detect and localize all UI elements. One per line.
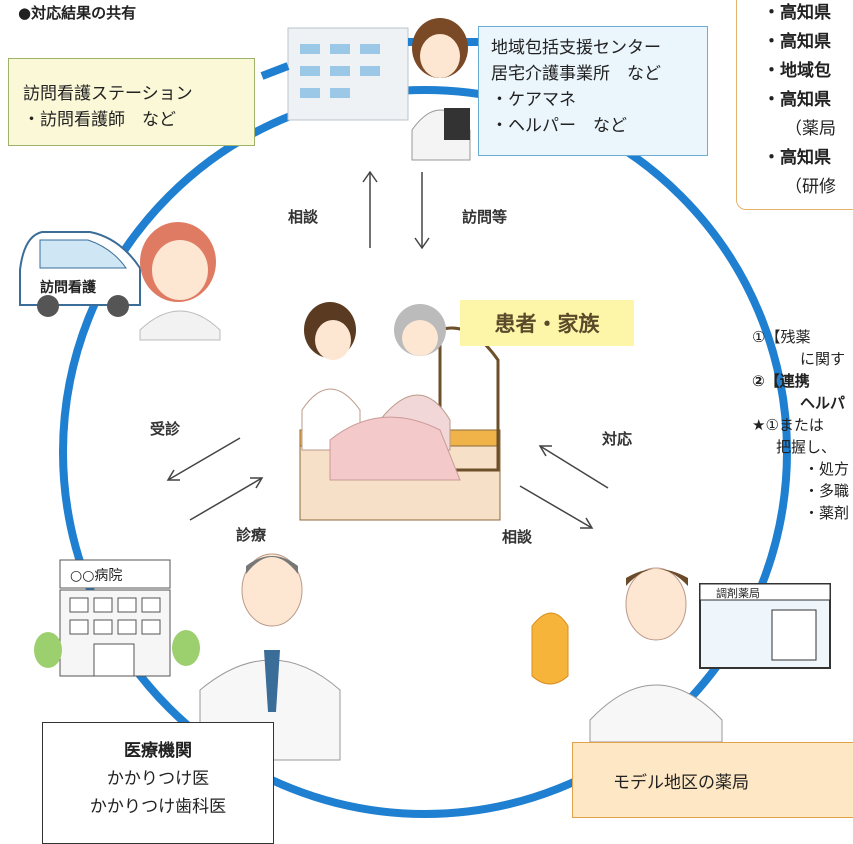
visit-label: 訪問等 bbox=[462, 208, 508, 226]
consult-bottom-label: 相談 bbox=[502, 528, 533, 546]
top-right-item3: ・地域包 bbox=[763, 61, 831, 81]
car-label: 訪問看護 bbox=[40, 279, 97, 296]
top-right-item4-sub: （薬局 bbox=[785, 119, 836, 139]
top-right-item5-sub: （研修 bbox=[785, 177, 836, 197]
section-title: ●対応結果の共有 bbox=[18, 4, 137, 22]
nurse-illustration bbox=[139, 222, 221, 341]
arrow-from-hospital bbox=[189, 477, 263, 521]
right-line2: に関す bbox=[800, 350, 846, 368]
model-pharmacy-box: モデル地区の薬局 bbox=[572, 742, 853, 818]
response-label: 対応 bbox=[602, 430, 633, 448]
right-line9: ・薬剤 bbox=[804, 504, 850, 522]
right-line4: ヘルパ bbox=[800, 394, 846, 412]
care-manager-illustration bbox=[411, 18, 471, 161]
pharmacy-sign: 調剤薬局 bbox=[716, 586, 760, 600]
hospital-illustration: ○○病院 bbox=[34, 559, 200, 677]
pharmacy-shop-illustration: 調剤薬局 bbox=[699, 583, 831, 669]
right-line5: ★①または bbox=[752, 416, 824, 434]
right-line8: ・多職 bbox=[804, 482, 850, 500]
top-right-item2: ・高知県 bbox=[763, 32, 831, 52]
care-center-line3: ・ケアマネ bbox=[491, 90, 576, 110]
patient-family-illustration bbox=[299, 302, 501, 521]
hospital-sign: ○○病院 bbox=[70, 568, 122, 584]
visiting-nurse-car-illustration: 訪問看護 bbox=[19, 231, 141, 317]
care-center-line4: ・ヘルパー など bbox=[491, 116, 627, 136]
top-right-item4: ・高知県 bbox=[763, 90, 831, 110]
top-right-item1: ・高知県 bbox=[763, 3, 831, 23]
patient-family-label: 患者・家族 bbox=[460, 300, 634, 346]
care-center-line1: 地域包括支援センター bbox=[491, 38, 661, 58]
consultation-label: 受診 bbox=[150, 420, 181, 438]
cycle-ring bbox=[59, 86, 791, 818]
right-panel-text: ①【残薬 に関す ②【連携 ヘルパ ★①または 把握し、 ・処方 ・多職 ・薬剤 bbox=[752, 326, 849, 524]
arrow-to-hospital bbox=[167, 437, 241, 481]
visiting-nurse-station-box: 訪問看護ステーション ・訪問看護師 など bbox=[8, 58, 255, 146]
pharmacist-illustration bbox=[531, 567, 723, 743]
nurse-station-line2: ・訪問看護師 など bbox=[23, 110, 176, 130]
right-line7: ・処方 bbox=[804, 460, 850, 478]
right-line3: ②【連携 bbox=[752, 372, 810, 390]
consult-top-label: 相談 bbox=[288, 208, 319, 226]
care-center-box: 地域包括支援センター 居宅介護事業所 など ・ケアマネ ・ヘルパー など bbox=[478, 26, 708, 156]
top-right-item5: ・高知県 bbox=[763, 148, 831, 168]
medical-care-label: 診療 bbox=[236, 526, 267, 544]
right-line6: 把握し、 bbox=[776, 438, 837, 456]
care-center-line2: 居宅介護事業所 など bbox=[491, 64, 661, 84]
right-line1: ①【残薬 bbox=[752, 328, 811, 346]
nurse-station-line1: 訪問看護ステーション bbox=[23, 84, 193, 104]
medical-institution-line2: かかりつけ歯科医 bbox=[89, 797, 227, 817]
medical-institution-line1: かかりつけ医 bbox=[106, 769, 210, 789]
arrow-from-pharmacy bbox=[539, 445, 609, 489]
arrow-to-pharmacy bbox=[519, 485, 593, 529]
medical-institution-box: 医療機関 かかりつけ医 かかりつけ歯科医 bbox=[42, 722, 274, 844]
top-right-list-box: ・高知県 ・高知県 ・地域包 ・高知県 （薬局 ・高知県 （研修 bbox=[736, 0, 853, 210]
arrows bbox=[166, 170, 609, 529]
medical-institution-title: 医療機関 bbox=[124, 741, 192, 761]
